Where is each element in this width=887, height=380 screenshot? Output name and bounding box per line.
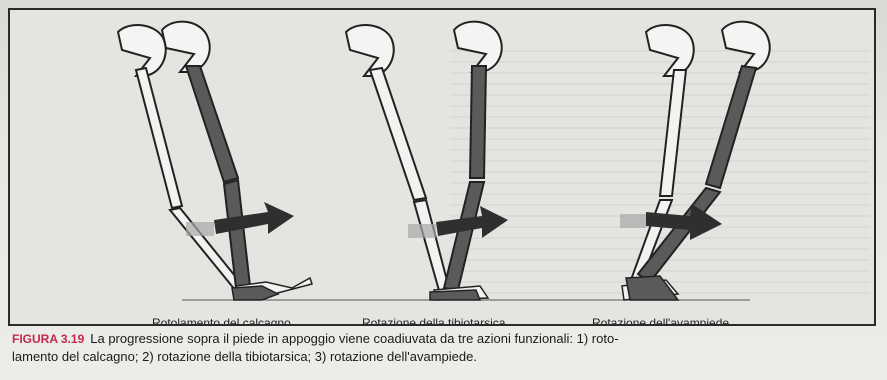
grey-foot (430, 290, 480, 300)
grey-thigh (186, 66, 238, 182)
panel-ankle-rocker (346, 22, 508, 300)
caption-line-2: lamento del calcagno; 2) rotazione della… (12, 348, 876, 366)
grey-shank (444, 182, 484, 290)
figure-caption: FIGURA 3.19 La progressione sopra il pied… (12, 330, 876, 366)
white-thigh (136, 68, 182, 208)
arrow-trail (408, 224, 436, 238)
panel-label-ankle-rocker: Rotazione della tibiotarsica (362, 316, 505, 326)
hip-joint-grey (162, 22, 210, 72)
figure-number: FIGURA 3.19 (12, 332, 84, 346)
hip-joint-white (646, 25, 694, 76)
white-thigh (370, 68, 426, 200)
white-thigh (660, 70, 686, 196)
panel-label-heel-rocker: Rotolamento del calcagno (152, 316, 291, 326)
hip-joint-grey (722, 22, 770, 72)
white-shank (414, 200, 450, 294)
hip-joint-white (346, 25, 394, 76)
hip-joint-grey (454, 22, 502, 72)
panel-heel-rocker (118, 22, 312, 300)
caption-line-1: La progressione sopra il piede in appogg… (90, 331, 618, 346)
figure-box: Rotolamento del calcagno Rotazione della… (8, 8, 876, 326)
panel-forefoot-rocker (620, 22, 770, 300)
arrow-trail (186, 222, 214, 236)
panel-label-forefoot-rocker: Rotazione dell'avampiede (592, 316, 729, 326)
grey-thigh (706, 66, 756, 188)
arrow-trail (620, 214, 646, 228)
gait-illustration (10, 10, 876, 326)
grey-thigh (470, 66, 486, 178)
